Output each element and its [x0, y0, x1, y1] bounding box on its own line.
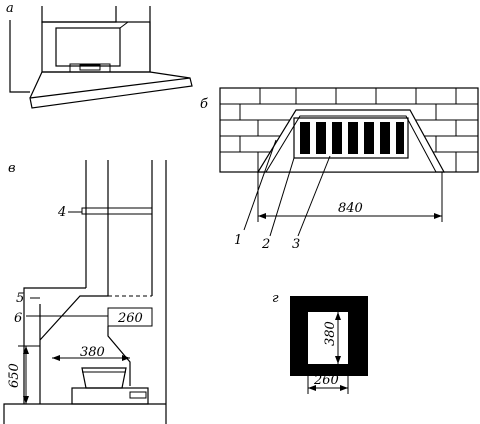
grate-bar — [364, 122, 374, 154]
dim-arrow — [308, 385, 316, 391]
grate-bar — [332, 122, 342, 154]
dim-arrow — [122, 355, 130, 361]
fireplace-opening — [55, 27, 121, 67]
damper — [81, 207, 153, 215]
panel-v-label: в — [8, 161, 16, 176]
dim-260-plan: 260 — [313, 373, 339, 388]
opening-depth-edge — [119, 21, 129, 29]
dim-380-plan: 380 — [323, 321, 338, 346]
callout-6: 6 — [14, 311, 22, 326]
opening-void — [308, 312, 348, 364]
leader-line-3 — [297, 155, 331, 237]
dim-arrow — [340, 385, 348, 391]
grate-inner — [79, 64, 101, 71]
callout-2: 2 — [261, 237, 270, 252]
ash-door — [129, 391, 147, 399]
grate-bar — [380, 122, 390, 154]
hearth-top-edge — [29, 71, 191, 99]
dim-arrow — [23, 346, 29, 354]
fire-basket — [81, 367, 127, 389]
grate-bar — [316, 122, 326, 154]
panel-v-section: в 4 260 5 6 — [3, 160, 167, 424]
floor-line — [3, 403, 166, 424]
hearth-plate — [71, 387, 149, 405]
lintel-box — [107, 307, 153, 327]
dim-arrow — [52, 355, 60, 361]
grate-bar — [396, 122, 404, 154]
dim-arrow-right — [434, 213, 442, 219]
dim-arrow — [335, 312, 341, 320]
grate-bar — [348, 122, 358, 154]
dimension-840: 840 — [338, 201, 363, 216]
callout-1: 1 — [234, 233, 242, 248]
hearth-slab — [29, 77, 193, 109]
dim-arrow-left — [258, 213, 266, 219]
grate-frame — [293, 117, 409, 159]
leader-line-2 — [269, 157, 295, 237]
smoke-shelf-outline — [39, 278, 109, 341]
dim-650: 650 — [7, 363, 22, 388]
callout-4: 4 — [57, 205, 66, 220]
dim-arrow — [23, 396, 29, 404]
panel-g-plan: г 380 260 — [272, 291, 368, 394]
panel-b-label: б — [200, 97, 208, 112]
panel-g-label: г — [272, 291, 279, 306]
callout-5: 5 — [16, 291, 24, 306]
wall-left-edge — [9, 20, 30, 93]
panel-b-elevation: б — [200, 87, 479, 252]
grate-bar — [300, 122, 310, 154]
dim-arrow — [335, 356, 341, 364]
dim-260-section: 260 — [117, 311, 143, 326]
callout-3: 3 — [292, 237, 300, 252]
chimney-breast-outline — [41, 6, 117, 23]
firebox-back — [107, 326, 131, 386]
panel-a-label: а — [6, 1, 14, 16]
panel-a-perspective: а — [6, 1, 193, 109]
breast-front-outline — [23, 287, 86, 404]
dim-380-section: 380 — [80, 345, 105, 360]
leader-line-1 — [243, 139, 277, 231]
